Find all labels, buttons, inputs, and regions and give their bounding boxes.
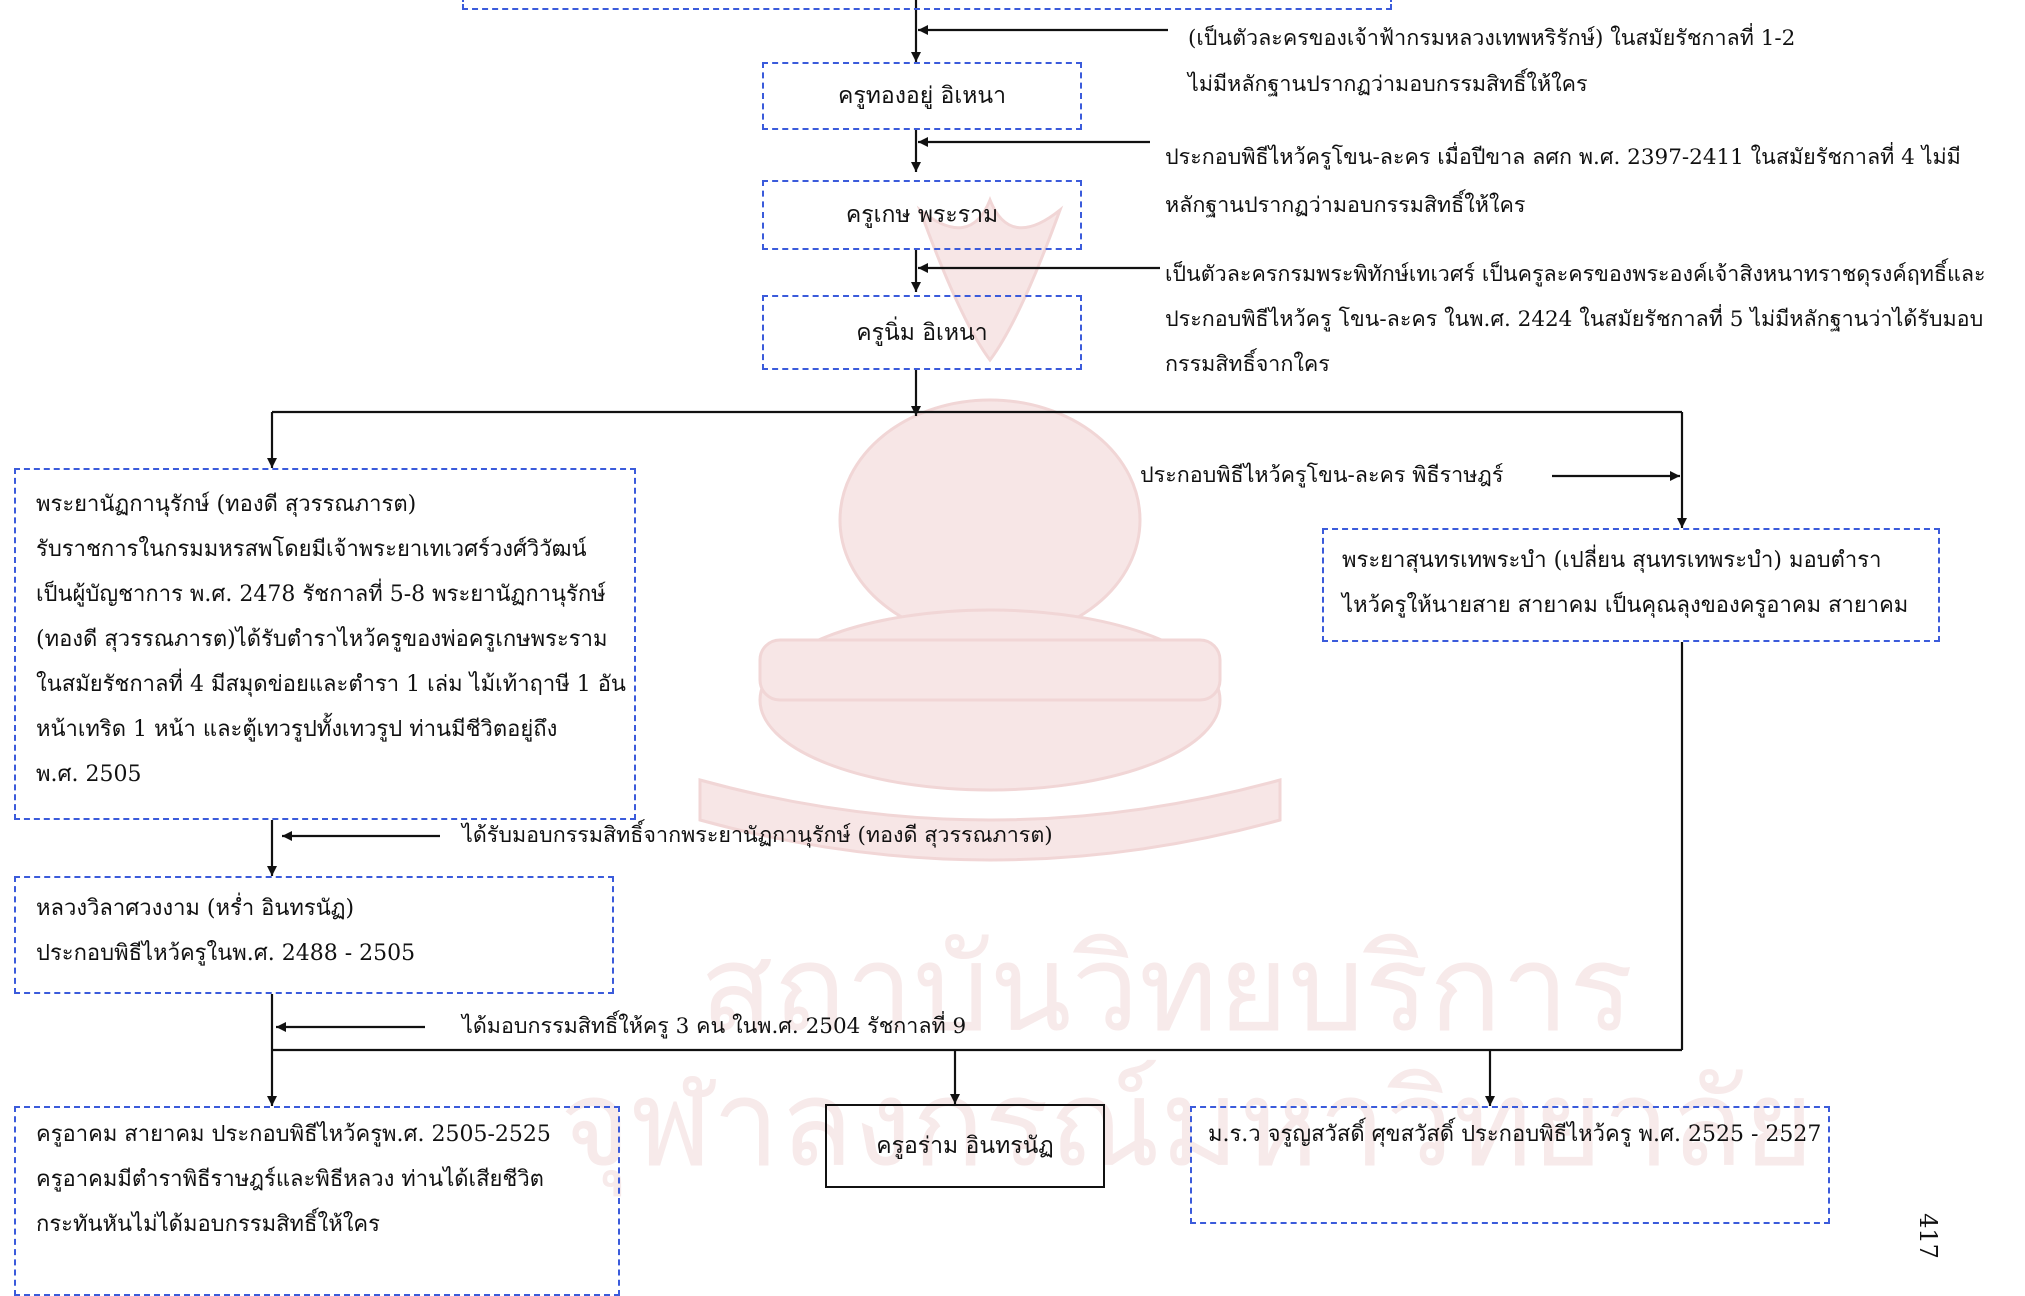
note-4-text: ประกอบพิธีไหว้ครูโขน-ละคร พิธีราษฎร์ [1140,463,1504,488]
box-phraya-natakanurak: พระยานัฏกานุรักษ์ (ทองดี สุวรรณภารต) รับ… [14,468,636,820]
note-4: ประกอบพิธีไหว้ครูโขน-ละคร พิธีราษฎร์ [1140,455,1503,497]
box-kru-akom: ครูอาคม สายาคม ประกอบพิธีไหว้ครูพ.ศ. 250… [14,1106,620,1296]
box-kru-nim: ครูนิ่ม อิเหนา [762,295,1082,370]
box-phraya-sunthon: พระยาสุนทรเทพระบำ (เปลี่ยน สุนทรเทพระบำ)… [1322,528,1940,642]
left1-line: พ.ศ. 2505 [36,762,142,787]
note-3-line: เป็นตัวละครกรมพระพิทักษ์เทเวศร์ เป็นครูล… [1165,262,1986,287]
note-3-line: กรรมสิทธิ์จากใคร [1165,352,1330,377]
note-2: ประกอบพิธีไหว้ครูโขน-ละคร เมื่อปีขาล ลศก… [1165,134,1961,230]
note-2-line: หลักฐานปรากฏว่ามอบกรรมสิทธิ์ให้ใคร [1165,193,1526,218]
note-5: ได้รับมอบกรรมสิทธิ์จากพระยานัฏกานุรักษ์ … [462,815,1053,857]
box-kru-ket-label: ครูเกษ พระราม [845,202,999,228]
note-3-line: ประกอบพิธีไหว้ครู โขน-ละคร ในพ.ศ. 2424 ใ… [1165,307,1984,332]
top-box-partial [462,0,1392,10]
bottom-left-line: กระทันหันไม่ได้มอบกรรมสิทธิ์ให้ใคร [36,1212,380,1237]
box-luang-wilat: หลวงวิลาศวงงาม (หร่ำ อินทรนัฏ) ประกอบพิธ… [14,876,614,994]
box-kru-thongyu-label: ครูทองอยู่ อิเหนา [837,83,1007,109]
box-kru-aram-label: ครูอร่าม อินทรนัฏ [876,1133,1054,1159]
box-mrw-charoonsawat: ม.ร.ว จรูญสวัสดิ์ ศุขสวัสดิ์ ประกอบพิธีไ… [1190,1106,1830,1224]
left1-line: เป็นผู้บัญชาการ พ.ศ. 2478 รัชกาลที่ 5-8 … [36,582,606,607]
page-number: 417 [1913,1213,1942,1259]
note-1: (เป็นตัวละครของเจ้าฟ้ากรมหลวงเทพหริรักษ์… [1188,16,1795,108]
note-5-text: ได้รับมอบกรรมสิทธิ์จากพระยานัฏกานุรักษ์ … [462,823,1053,848]
left1-line: ในสมัยรัชกาลที่ 4 มีสมุดข่อยและตำรา 1 เล… [36,672,626,697]
right1-line: พระยาสุนทรเทพระบำ (เปลี่ยน สุนทรเทพระบำ)… [1342,548,1882,573]
bottom-left-line: ครูอาคมมีตำราพิธีราษฎร์และพิธีหลวง ท่านไ… [36,1167,544,1192]
box-kru-ket: ครูเกษ พระราม [762,180,1082,250]
box-kru-thongyu: ครูทองอยู่ อิเหนา [762,62,1082,130]
left1-line: (ทองดี สุวรรณภารต)ได้รับตำราไหว้ครูของพ่… [36,627,608,652]
left2-line: ประกอบพิธีไหว้ครูในพ.ศ. 2488 - 2505 [36,941,416,966]
box-kru-aram: ครูอร่าม อินทรนัฏ [825,1104,1105,1188]
note-2-line: ประกอบพิธีไหว้ครูโขน-ละคร เมื่อปีขาล ลศก… [1165,145,1961,170]
right1-line: ไหว้ครูให้นายสาย สายาคม เป็นคุณลุงของครู… [1342,593,1909,618]
left1-line: รับราชการในกรมมหรสพโดยมีเจ้าพระยาเทเวศร์… [36,537,587,562]
left1-line: พระยานัฏกานุรักษ์ (ทองดี สุวรรณภารต) [36,492,417,517]
note-1-line: ไม่มีหลักฐานปรากฏว่ามอบกรรมสิทธิ์ให้ใคร [1188,72,1588,97]
note-6-text: ได้มอบกรรมสิทธิ์ให้ครู 3 คน ในพ.ศ. 2504 … [462,1014,967,1039]
note-3: เป็นตัวละครกรมพระพิทักษ์เทเวศร์ เป็นครูล… [1165,252,1986,387]
left1-line: หน้าเทริด 1 หน้า และตู้เทวรูปทั้งเทวรูป … [36,717,558,742]
note-6: ได้มอบกรรมสิทธิ์ให้ครู 3 คน ในพ.ศ. 2504 … [462,1006,966,1048]
left2-line: หลวงวิลาศวงงาม (หร่ำ อินทรนัฏ) [36,896,355,921]
box-kru-nim-label: ครูนิ่ม อิเหนา [856,319,988,346]
note-1-line: (เป็นตัวละครของเจ้าฟ้ากรมหลวงเทพหริรักษ์… [1188,26,1796,51]
bottom-left-line: ครูอาคม สายาคม ประกอบพิธีไหว้ครูพ.ศ. 250… [36,1122,551,1147]
bottom-right-line: ม.ร.ว จรูญสวัสดิ์ ศุขสวัสดิ์ ประกอบพิธีไ… [1208,1122,1822,1147]
